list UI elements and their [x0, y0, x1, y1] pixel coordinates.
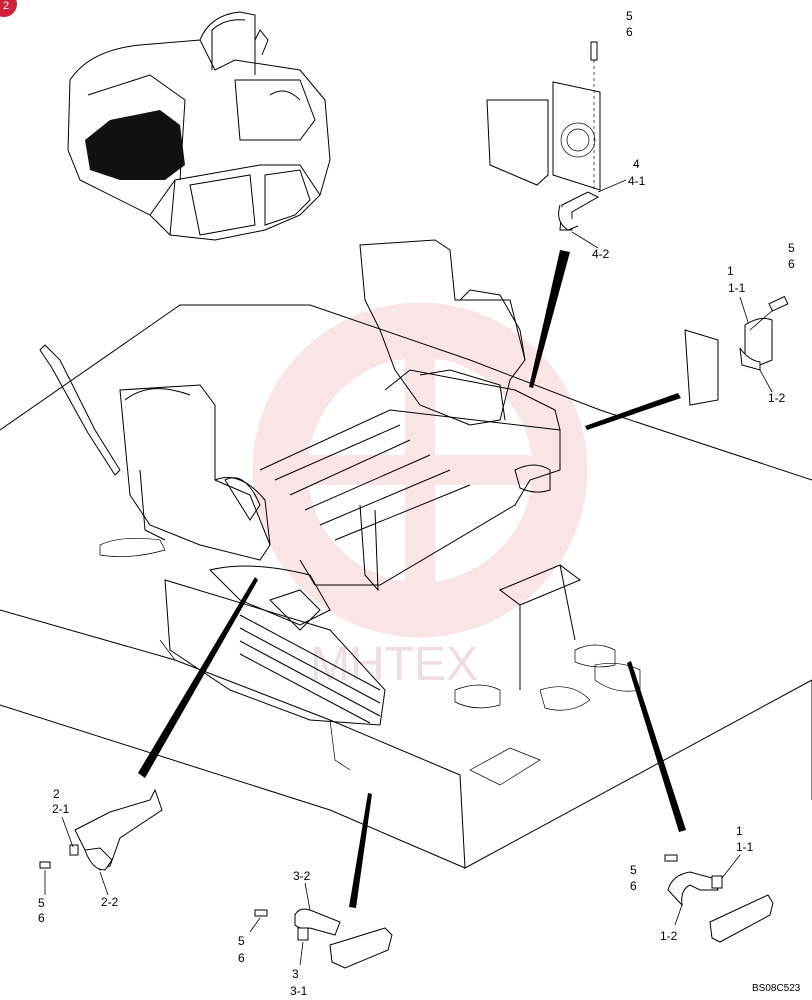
- label-1-1: 1-1: [736, 840, 754, 854]
- watermark: MHTEX: [252, 302, 588, 691]
- callout-bottom-center: 3-2 5 6 3 3-1: [238, 869, 393, 998]
- label-1: 1: [727, 264, 734, 278]
- label-6: 6: [626, 25, 633, 39]
- clamp-icon: [69, 844, 79, 856]
- label-3-2: 3-2: [293, 869, 311, 883]
- excavator-overview: [67, 11, 331, 241]
- label-6: 6: [630, 879, 637, 893]
- bolt-5-icon: [39, 861, 51, 869]
- label-5: 5: [238, 934, 245, 948]
- label-4-1: 4-1: [628, 174, 646, 188]
- label-5: 5: [788, 241, 795, 255]
- clamp-icon: [711, 875, 723, 889]
- operating-lever: [39, 344, 121, 476]
- bolt-5-icon: [768, 295, 789, 312]
- callout-top-center: 5 6 4 4-1 4-2: [486, 9, 646, 261]
- label-6: 6: [238, 951, 245, 965]
- label-2-2: 2-2: [101, 895, 119, 909]
- leader-pointers: [138, 250, 686, 908]
- callout-right: 1 1-1 5 6 1-2: [684, 241, 795, 406]
- label-6: 6: [788, 257, 795, 271]
- page-badge-number: 2: [3, 0, 9, 12]
- label-3-1: 3-1: [290, 984, 308, 998]
- label-4: 4: [633, 157, 640, 171]
- floor-plate: [0, 304, 812, 869]
- label-2-1: 2-1: [52, 802, 70, 816]
- label-5: 5: [38, 896, 45, 910]
- label-5: 5: [630, 863, 637, 877]
- label-1: 1: [736, 824, 743, 838]
- label-2: 2: [53, 787, 60, 801]
- label-1-2: 1-2: [768, 391, 786, 405]
- label-5: 5: [626, 9, 633, 23]
- label-1-2: 1-2: [660, 929, 678, 943]
- bolt-5-icon: [590, 41, 598, 61]
- bolt-5-icon: [254, 909, 268, 917]
- page-badge: 2: [0, 0, 17, 17]
- drawing-code: BS08C523: [752, 983, 801, 994]
- watermark-text: MHTEX: [310, 638, 478, 691]
- label-1-1: 1-1: [728, 281, 746, 295]
- label-3: 3: [292, 967, 299, 981]
- label-6: 6: [38, 911, 45, 925]
- seat-frame-assembly: [119, 239, 581, 726]
- label-4-2: 4-2: [592, 247, 610, 261]
- clamp-icon: [297, 927, 309, 941]
- bolt-5-icon: [664, 854, 678, 862]
- callout-bottom-right: 1 1-1 5 6 1-2: [630, 824, 774, 943]
- callout-bottom-left: 2 2-1 5 6 2-2: [38, 787, 163, 925]
